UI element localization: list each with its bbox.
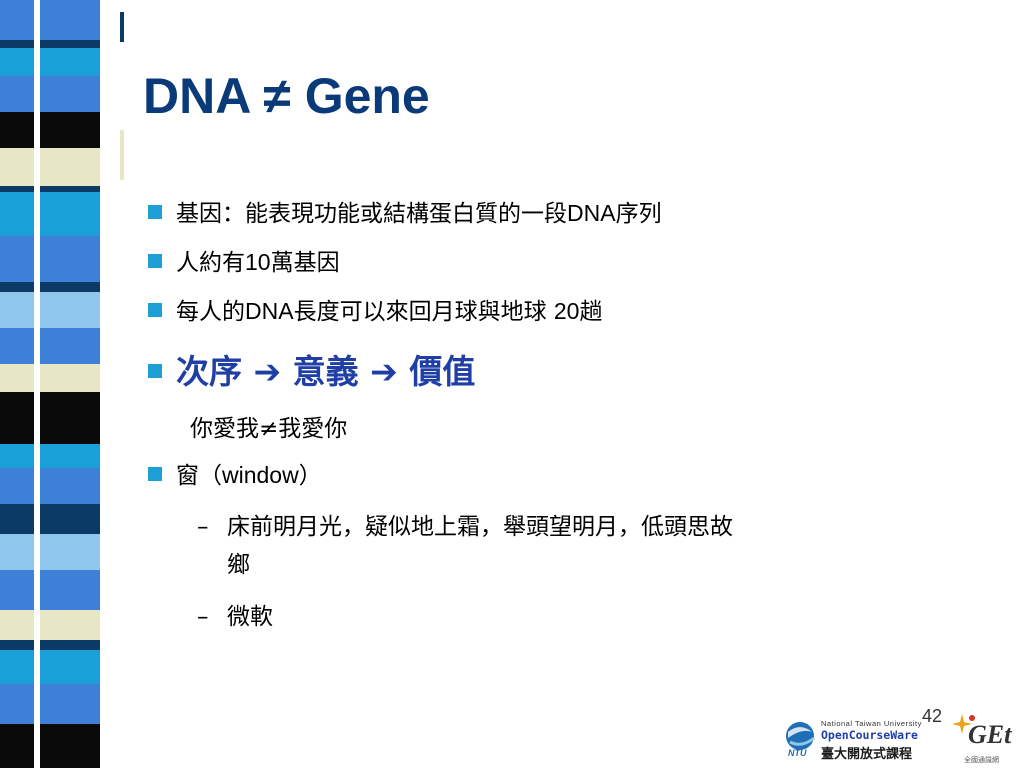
- stripe-band: [0, 292, 100, 328]
- stripe-band: [0, 192, 100, 236]
- stripe-band: [0, 112, 100, 148]
- stripe-band: [0, 640, 100, 650]
- get-logo-subtitle: 全國通識網: [964, 756, 999, 764]
- ntu-globe-icon: [786, 722, 815, 750]
- ntu-mark: NTU: [788, 748, 807, 758]
- stripe-band: [0, 0, 100, 40]
- opencourseware-label: OpenCourseWare: [821, 728, 918, 742]
- bullet-square-icon: [148, 205, 162, 219]
- stripe-band: [0, 444, 100, 468]
- right-arrow-icon: ➔: [370, 352, 398, 391]
- get-logo-mark: GEt: [968, 720, 1012, 749]
- stripe-band: [0, 684, 100, 724]
- bullet-item-order-meaning-value: 次序 ➔ 意義 ➔ 價值: [148, 350, 475, 394]
- bullet-square-icon: [148, 467, 162, 481]
- bullet-item-dna-length: 每人的DNA長度可以來回月球與地球 20趟: [148, 294, 602, 329]
- stripe-band: [0, 282, 100, 292]
- stripe-band: [0, 236, 100, 282]
- get-sparkle-icon: [952, 714, 975, 734]
- bullet-item-gene-definition: 基因：能表現功能或結構蛋白質的一段DNA序列: [148, 196, 662, 231]
- dash-mark: –: [197, 514, 209, 540]
- stripe-band: [0, 570, 100, 610]
- stripe-band: [0, 48, 100, 76]
- bullet-square-icon: [148, 254, 162, 268]
- dash-item-poem: –床前明月光，疑似地上霜，舉頭望明月，低頭思故 鄉: [197, 508, 733, 584]
- stripe-band: [0, 650, 100, 684]
- stripe-band: [0, 504, 100, 534]
- dash-mark: –: [197, 604, 209, 630]
- stripe-band: [0, 724, 100, 768]
- stripe-band: [0, 364, 100, 392]
- dash-item-microsoft: –微軟: [197, 598, 273, 636]
- right-arrow-icon: ➔: [253, 352, 282, 391]
- ntu-opencourseware-logo: NTU National Taiwan University OpenCours…: [778, 712, 1022, 768]
- sub-text-i-love-you: 你愛我≠我愛你: [190, 416, 348, 442]
- stripe-band: [0, 468, 100, 504]
- stripe-band: [0, 186, 100, 192]
- stripe-band: [0, 76, 100, 112]
- page-number: 42: [922, 706, 943, 726]
- bullet-item-gene-count: 人約有10萬基因: [148, 245, 340, 280]
- bullet-square-icon: [148, 303, 162, 317]
- ntu-english-name: National Taiwan University: [821, 719, 922, 728]
- stripe-band: [0, 392, 100, 444]
- stripe-band: [0, 40, 100, 48]
- decorative-stripe: [0, 0, 124, 768]
- stripe-band: [0, 148, 100, 186]
- stripe-band: [0, 610, 100, 640]
- stripe-accent-bar: [120, 130, 124, 180]
- stripe-band: [0, 534, 100, 570]
- ntu-ocw-chinese-name: 臺大開放式課程: [821, 747, 913, 762]
- bullet-item-window: 窗（window）: [148, 458, 322, 493]
- bullet-square-icon: [148, 364, 162, 378]
- stripe-gap: [34, 0, 40, 768]
- slide-title: DNA ≠ Gene: [143, 68, 430, 124]
- stripe-accent-bar: [120, 12, 124, 42]
- stripe-band: [0, 328, 100, 364]
